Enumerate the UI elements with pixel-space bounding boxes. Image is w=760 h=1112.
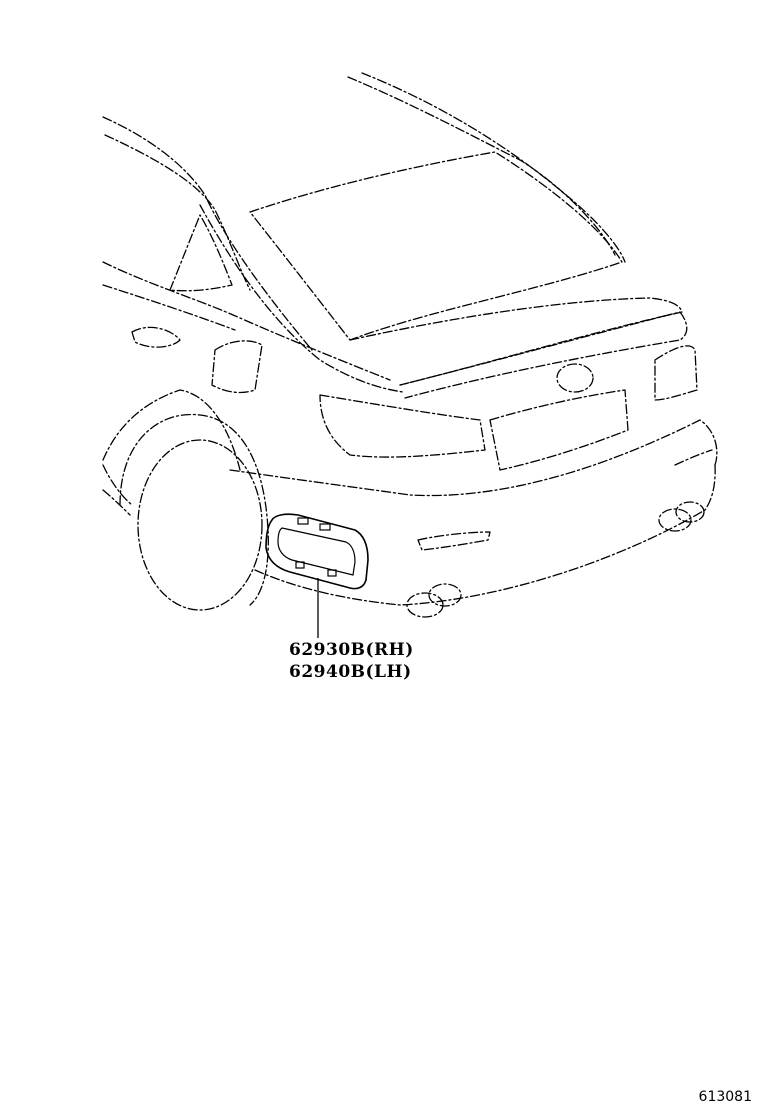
- trunk-lid: [349, 297, 683, 386]
- exhaust-right-1: [658, 508, 692, 532]
- spoiler: [399, 311, 688, 399]
- beltline: [102, 261, 391, 381]
- reflector-center: [417, 531, 491, 551]
- figure-id: 613081: [698, 1089, 752, 1105]
- rear-wheel: [137, 439, 263, 611]
- quarter-window: [169, 214, 233, 292]
- rocker: [102, 464, 133, 506]
- beltline-2: [102, 284, 236, 331]
- license-plate: [489, 389, 629, 471]
- part-side-rh: (RH): [365, 640, 414, 660]
- wheel-arch: [119, 413, 269, 606]
- fuel-door: [211, 340, 263, 394]
- reflector-right: [674, 449, 713, 466]
- body-line-upper-2: [104, 134, 251, 291]
- quarter-panel: [102, 389, 241, 471]
- bezel-clip-top-1: [297, 517, 309, 525]
- part-number-lh: 62940B: [289, 662, 366, 682]
- part-label-lh: 62940B(LH): [289, 662, 412, 682]
- taillamp-right: [654, 345, 698, 401]
- roof-edge-inner: [347, 76, 616, 256]
- bumper-bezel-part: [265, 513, 369, 590]
- bezel-clip-bottom-2: [327, 569, 337, 577]
- bumper-bezel-inner: [277, 527, 356, 576]
- part-number-rh: 62930B: [289, 640, 366, 660]
- quarter-panel-lower: [102, 489, 131, 516]
- bezel-clip-bottom-1: [295, 561, 305, 569]
- emblem: [556, 363, 594, 393]
- bezel-clip-top-2: [319, 523, 331, 531]
- part-side-lh: (LH): [365, 662, 412, 682]
- body-line-upper: [102, 116, 313, 351]
- rear-bumper-top: [229, 419, 718, 497]
- door-handle: [131, 326, 181, 348]
- exhaust-left-2: [428, 583, 462, 607]
- exhaust-right-2: [675, 501, 705, 523]
- c-pillar: [199, 204, 404, 393]
- rear-bumper-lower: [254, 464, 716, 606]
- taillamp-left: [319, 394, 486, 458]
- rear-window: [249, 151, 623, 341]
- part-label-rh: 62930B(RH): [289, 640, 414, 660]
- exhaust-left-1: [406, 592, 444, 618]
